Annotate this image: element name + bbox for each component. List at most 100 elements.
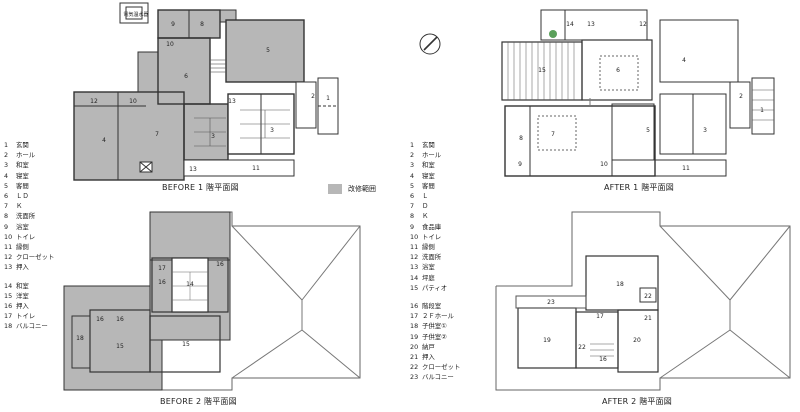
svg-text:7: 7 bbox=[551, 131, 555, 138]
renovation-key-label: 改修範囲 bbox=[348, 185, 376, 193]
svg-text:17: 17 bbox=[596, 313, 604, 320]
svg-text:18: 18 bbox=[76, 335, 84, 342]
svg-text:9: 9 bbox=[171, 21, 175, 28]
svg-text:2: 2 bbox=[739, 93, 743, 100]
svg-text:10: 10 bbox=[600, 161, 608, 168]
svg-text:13: 13 bbox=[228, 98, 236, 105]
svg-text:9: 9 bbox=[518, 161, 522, 168]
svg-text:20: 20 bbox=[633, 337, 641, 344]
svg-text:5: 5 bbox=[646, 127, 650, 134]
svg-text:8: 8 bbox=[519, 135, 523, 142]
svg-text:21: 21 bbox=[644, 315, 652, 322]
svg-text:22: 22 bbox=[644, 293, 652, 300]
svg-text:13: 13 bbox=[587, 21, 595, 28]
svg-text:5: 5 bbox=[266, 47, 270, 54]
svg-text:12: 12 bbox=[90, 98, 98, 105]
svg-text:4: 4 bbox=[102, 137, 106, 144]
svg-text:15: 15 bbox=[182, 341, 190, 348]
svg-text:17: 17 bbox=[158, 265, 166, 272]
water-heater-label: 電気温水器 bbox=[123, 11, 148, 18]
svg-text:18: 18 bbox=[616, 281, 624, 288]
svg-text:2: 2 bbox=[311, 93, 315, 100]
svg-text:16: 16 bbox=[158, 279, 166, 286]
caption-after-2f: AFTER 2 階平面図 bbox=[602, 397, 673, 406]
renovation-swatch bbox=[328, 184, 342, 194]
svg-text:12: 12 bbox=[639, 21, 647, 28]
before-2f-plan bbox=[63, 211, 361, 391]
svg-text:22: 22 bbox=[578, 344, 586, 351]
north-arrow-icon bbox=[419, 33, 441, 55]
svg-text:10: 10 bbox=[166, 41, 174, 48]
svg-text:14: 14 bbox=[566, 21, 574, 28]
svg-text:6: 6 bbox=[616, 67, 620, 74]
caption-after-1f: AFTER 1 階平面図 bbox=[604, 183, 675, 192]
after-1f-plan bbox=[419, 9, 775, 177]
svg-text:4: 4 bbox=[682, 57, 686, 64]
svg-text:3: 3 bbox=[703, 127, 707, 134]
svg-text:8: 8 bbox=[200, 21, 204, 28]
svg-text:15: 15 bbox=[116, 343, 124, 350]
svg-text:15: 15 bbox=[538, 67, 546, 74]
svg-text:10: 10 bbox=[129, 98, 137, 105]
svg-text:7: 7 bbox=[155, 131, 159, 138]
svg-text:11: 11 bbox=[252, 165, 260, 172]
svg-text:3: 3 bbox=[211, 133, 215, 140]
caption-before-1f: BEFORE 1 階平面図 bbox=[162, 183, 239, 192]
svg-text:1: 1 bbox=[326, 95, 330, 102]
svg-text:23: 23 bbox=[547, 299, 555, 306]
svg-text:6: 6 bbox=[184, 73, 188, 80]
renovation-key: 改修範囲 bbox=[328, 184, 376, 194]
svg-text:16: 16 bbox=[96, 316, 104, 323]
svg-text:19: 19 bbox=[543, 337, 551, 344]
svg-text:1: 1 bbox=[760, 107, 764, 114]
caption-before-2f: BEFORE 2 階平面図 bbox=[160, 397, 237, 406]
after-2f-plan bbox=[495, 211, 791, 391]
svg-text:16: 16 bbox=[116, 316, 124, 323]
svg-text:3: 3 bbox=[270, 127, 274, 134]
svg-text:16: 16 bbox=[216, 261, 224, 268]
